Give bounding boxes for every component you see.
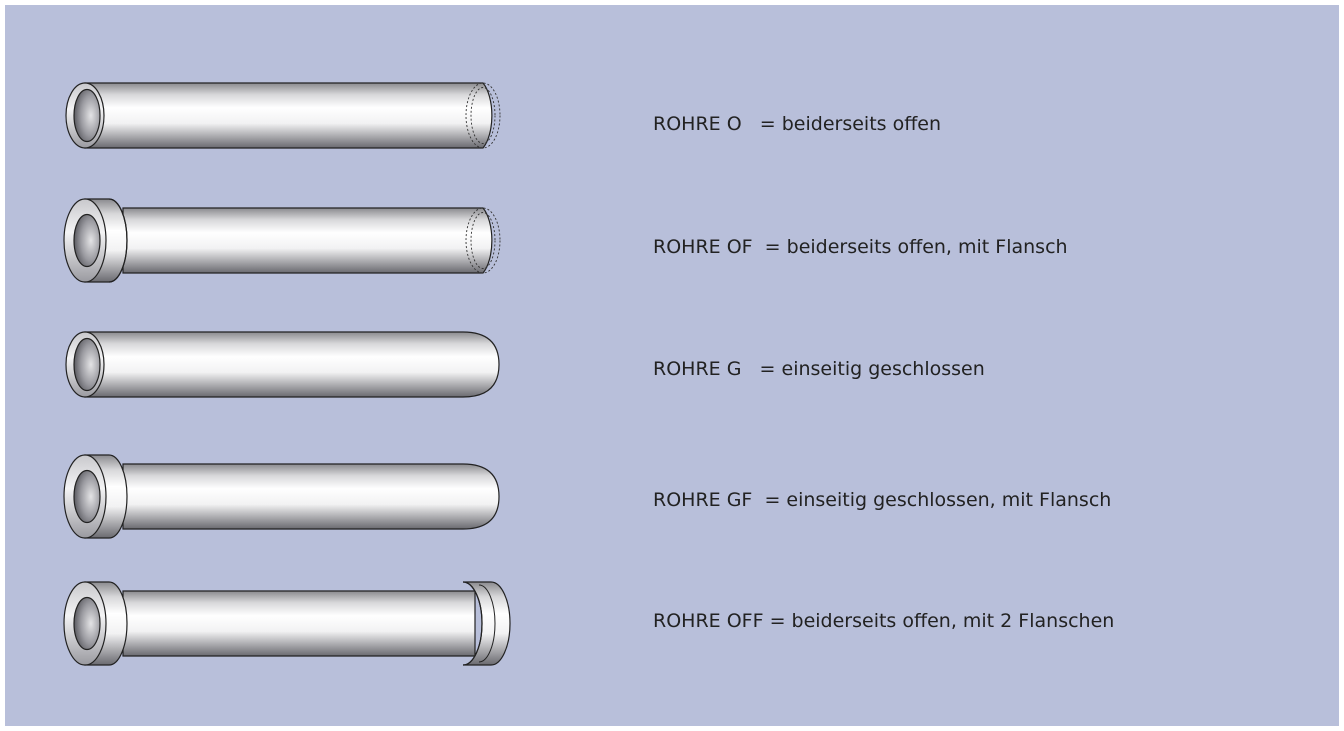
type-description: = beiderseits offen	[759, 113, 942, 135]
code-spacer	[742, 112, 760, 136]
tube-closed-one-end-flange	[63, 454, 500, 539]
type-code: ROHRE G	[653, 358, 742, 380]
label-rohre-of: ROHRE OF = beiderseits offen, mit Flansc…	[653, 235, 1068, 259]
label-rohre-g: ROHRE G = einseitig geschlossen	[653, 357, 985, 381]
type-code: ROHRE OFF	[653, 610, 764, 632]
label-rohre-o: ROHRE O = beiderseits offen	[653, 112, 941, 136]
label-rohre-off: ROHRE OFF = beiderseits offen, mit 2 Fla…	[653, 609, 1114, 633]
type-description: = einseitig geschlossen, mit Flansch	[764, 489, 1112, 511]
tube-open-both-ends-flange	[63, 198, 501, 283]
diagram-panel: ROHRE O = beiderseits offen ROHRE OF = b…	[5, 5, 1339, 726]
type-code: ROHRE GF	[653, 489, 753, 511]
label-rohre-gf: ROHRE GF = einseitig geschlossen, mit Fl…	[653, 488, 1111, 512]
type-description: = beiderseits offen, mit 2 Flanschen	[769, 610, 1115, 632]
tube-closed-one-end	[65, 331, 500, 398]
type-code: ROHRE OF	[653, 236, 753, 258]
tube-illustrations	[63, 82, 511, 666]
type-description: = einseitig geschlossen	[759, 358, 985, 380]
code-spacer	[752, 488, 764, 512]
tube-open-both-ends-two-flanges	[63, 581, 511, 666]
type-description: = beiderseits offen, mit Flansch	[764, 236, 1068, 258]
type-code: ROHRE O	[653, 113, 742, 135]
code-spacer	[741, 357, 759, 381]
tube-open-both-ends	[65, 82, 501, 149]
code-spacer	[753, 235, 765, 259]
